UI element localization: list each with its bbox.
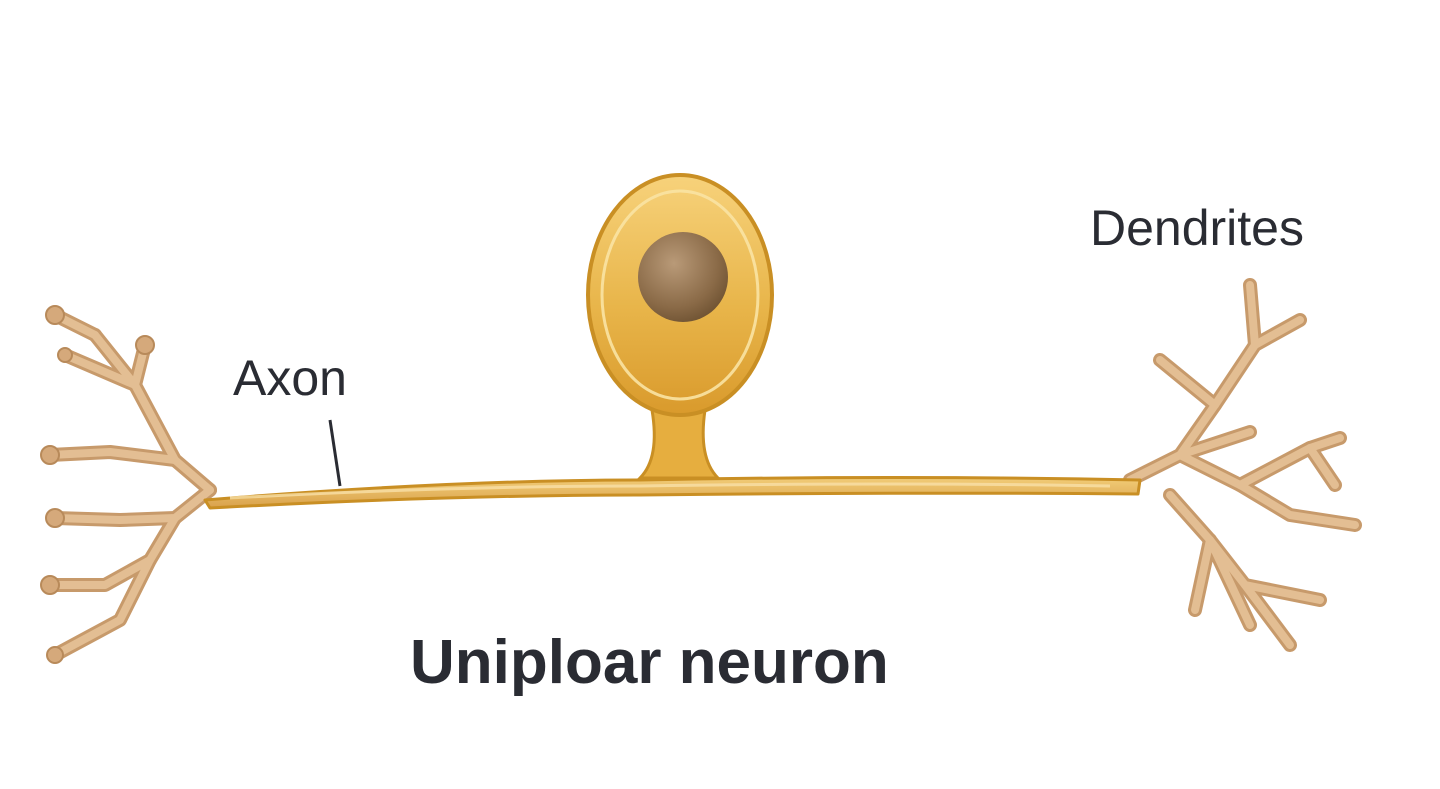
- left-dendrites: [40, 305, 217, 664]
- nucleus: [638, 232, 728, 322]
- cell-body-highlight: [600, 189, 760, 401]
- axon-shaft: [203, 476, 1142, 510]
- soma-stalk: [636, 408, 722, 480]
- diagram-title: Uniploar neuron: [410, 628, 889, 697]
- axon-label: Axon: [233, 350, 347, 406]
- dendrites-label: Dendrites: [1090, 200, 1304, 256]
- right-dendrites: [1123, 278, 1362, 652]
- axon-pointer-line: [328, 419, 342, 487]
